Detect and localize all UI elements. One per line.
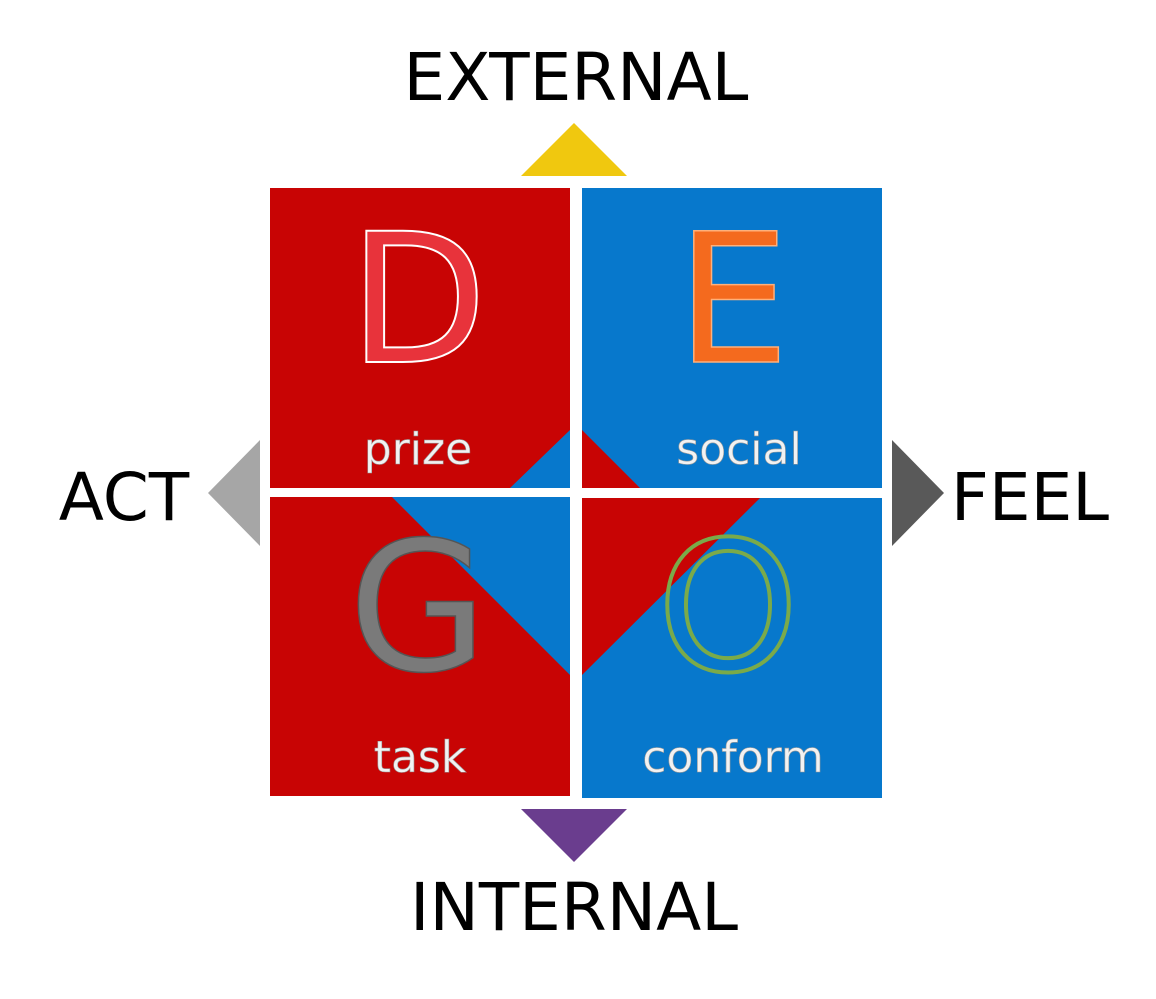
center-triangle-top-right bbox=[582, 430, 640, 488]
quadrant-e bbox=[582, 188, 882, 488]
word-prize: prize bbox=[364, 424, 472, 475]
arrow-up-icon bbox=[521, 123, 627, 176]
letter-e: E bbox=[676, 196, 790, 405]
letter-d: D bbox=[349, 196, 488, 405]
axis-label-external: EXTERNAL bbox=[404, 39, 749, 116]
center-triangle-top-left bbox=[510, 430, 570, 488]
arrow-left-icon bbox=[208, 440, 260, 546]
axis-label-internal: INTERNAL bbox=[410, 869, 738, 946]
axis-label-act: ACT bbox=[59, 459, 190, 536]
center-triangle-bottom-left bbox=[392, 497, 570, 675]
quadrant-d bbox=[270, 188, 570, 488]
word-task: task bbox=[374, 732, 467, 783]
word-social: social bbox=[676, 424, 801, 475]
letter-g: G bbox=[348, 504, 487, 713]
word-conform: conform bbox=[642, 732, 824, 783]
arrow-down-icon bbox=[521, 809, 627, 862]
arrow-right-icon bbox=[892, 440, 944, 546]
center-triangle-bottom-right bbox=[582, 498, 760, 675]
axis-label-feel: FEEL bbox=[951, 459, 1109, 536]
letter-o: O bbox=[657, 504, 799, 713]
